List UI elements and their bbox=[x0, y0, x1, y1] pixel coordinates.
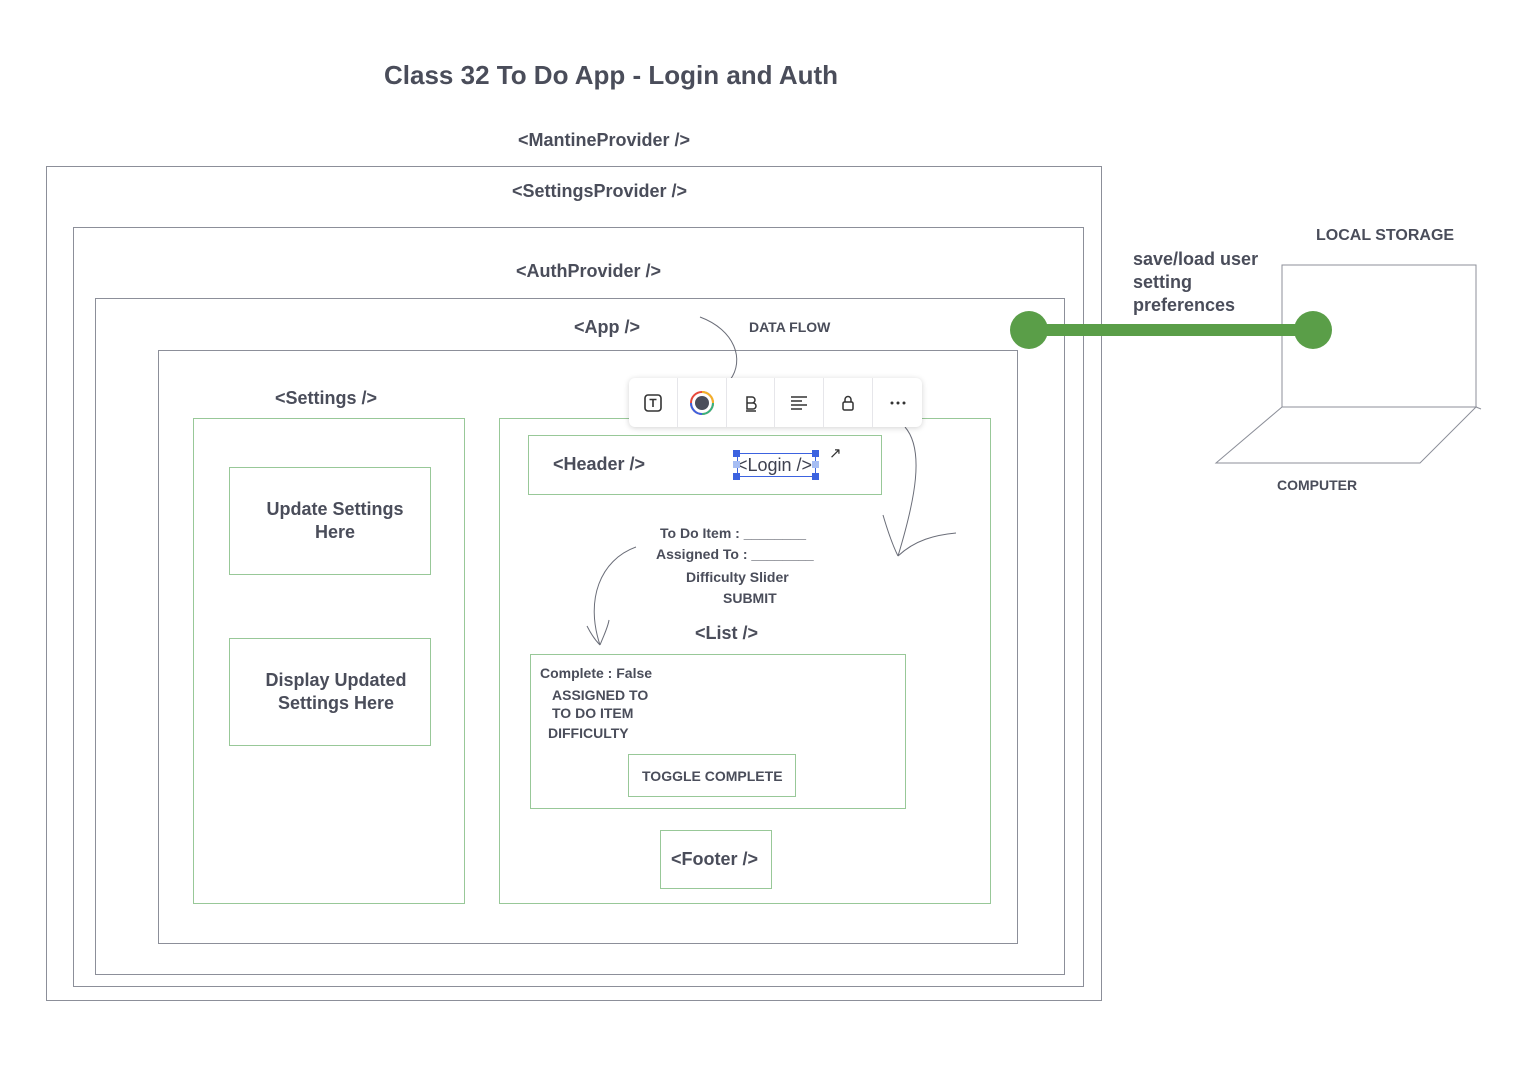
local-storage-label: LOCAL STORAGE bbox=[1316, 227, 1455, 244]
selection-handle-bl[interactable] bbox=[733, 473, 740, 480]
computer-label: COMPUTER bbox=[1277, 477, 1358, 493]
color-tool-button[interactable] bbox=[678, 378, 727, 427]
settings-component-label: <Settings /> bbox=[275, 388, 378, 408]
laptop-base bbox=[1214, 406, 1478, 464]
text-tool-button[interactable] bbox=[629, 378, 678, 427]
app-box bbox=[158, 350, 1018, 944]
form-to-list-arrowhead-b bbox=[599, 619, 610, 646]
data-flow-curve bbox=[699, 316, 738, 381]
auth-provider-box bbox=[95, 298, 1065, 975]
settings-provider-label: <SettingsProvider /> bbox=[512, 181, 688, 201]
data-flow-arrowhead-a bbox=[882, 514, 899, 557]
data-flow-label: DATA FLOW bbox=[749, 319, 831, 335]
footer-box bbox=[660, 830, 772, 889]
resize-arrow-icon[interactable]: ↗ bbox=[829, 445, 842, 462]
settings-provider-box bbox=[73, 227, 1084, 987]
list-box bbox=[530, 654, 906, 809]
more-icon bbox=[890, 401, 906, 404]
auth-provider-label: <AuthProvider /> bbox=[516, 261, 662, 281]
display-settings-box bbox=[229, 638, 431, 746]
form-to-list-arrowhead-a bbox=[586, 625, 601, 646]
header-box bbox=[528, 435, 882, 495]
settings-component-box bbox=[193, 418, 465, 904]
footer-label: <Footer /> bbox=[671, 849, 759, 869]
align-icon bbox=[791, 395, 808, 410]
header-label: <Header /> bbox=[553, 454, 646, 474]
update-settings-text: Update Settings Here bbox=[266, 499, 404, 542]
todo-item-field: To Do Item : ________ bbox=[660, 525, 807, 541]
toggle-complete-box bbox=[628, 754, 796, 797]
form-to-list-curve bbox=[593, 546, 637, 646]
color-icon bbox=[689, 390, 714, 415]
computer-drawing bbox=[1214, 264, 1482, 464]
align-tool-button[interactable] bbox=[775, 378, 825, 427]
difficulty-slider-label: Difficulty Slider bbox=[686, 569, 789, 585]
selection-handle-tr[interactable] bbox=[812, 450, 819, 457]
app-label: <App /> bbox=[574, 317, 641, 337]
lock-tool-button[interactable] bbox=[824, 378, 874, 427]
selection-handle-mr[interactable] bbox=[812, 461, 819, 468]
list-todo-item: TO DO ITEM bbox=[552, 705, 634, 721]
list-difficulty: DIFFICULTY bbox=[548, 725, 629, 741]
display-settings-text: Display Updated Settings Here bbox=[265, 670, 407, 713]
update-settings-box bbox=[229, 467, 431, 575]
data-flow-arrow-down bbox=[897, 426, 917, 557]
selection-handle-br[interactable] bbox=[812, 473, 819, 480]
connector-start-dot bbox=[1010, 311, 1048, 349]
more-tool-button[interactable] bbox=[873, 378, 922, 427]
floating-toolbar bbox=[629, 378, 922, 427]
data-flow-arrowhead-b bbox=[897, 532, 957, 557]
assigned-to-field: Assigned To : ________ bbox=[656, 546, 814, 562]
list-label: <List /> bbox=[695, 623, 759, 643]
laptop-hinge bbox=[1475, 406, 1482, 410]
submit-label: SUBMIT bbox=[723, 590, 777, 606]
text-icon bbox=[644, 393, 662, 412]
login-label[interactable]: <Login /> bbox=[737, 455, 813, 475]
mantine-provider-label: <MantineProvider /> bbox=[518, 130, 691, 150]
bold-icon bbox=[745, 395, 757, 412]
selection-handle-ml[interactable] bbox=[733, 461, 740, 468]
storage-note-line1: save/load user setting preferences bbox=[1133, 249, 1259, 315]
toggle-complete-label: TOGGLE COMPLETE bbox=[642, 768, 783, 784]
storage-connector[interactable] bbox=[1010, 311, 1332, 349]
mantine-provider-box bbox=[46, 166, 1102, 1001]
connector-end-dot bbox=[1294, 311, 1332, 349]
selection-handle-tl[interactable] bbox=[733, 450, 740, 457]
complete-status: Complete : False bbox=[540, 665, 653, 681]
list-assigned-to: ASSIGNED TO bbox=[552, 687, 649, 703]
diagram-title: Class 32 To Do App - Login and Auth bbox=[384, 60, 839, 90]
lock-icon bbox=[842, 395, 854, 411]
bold-tool-button[interactable] bbox=[727, 378, 776, 427]
